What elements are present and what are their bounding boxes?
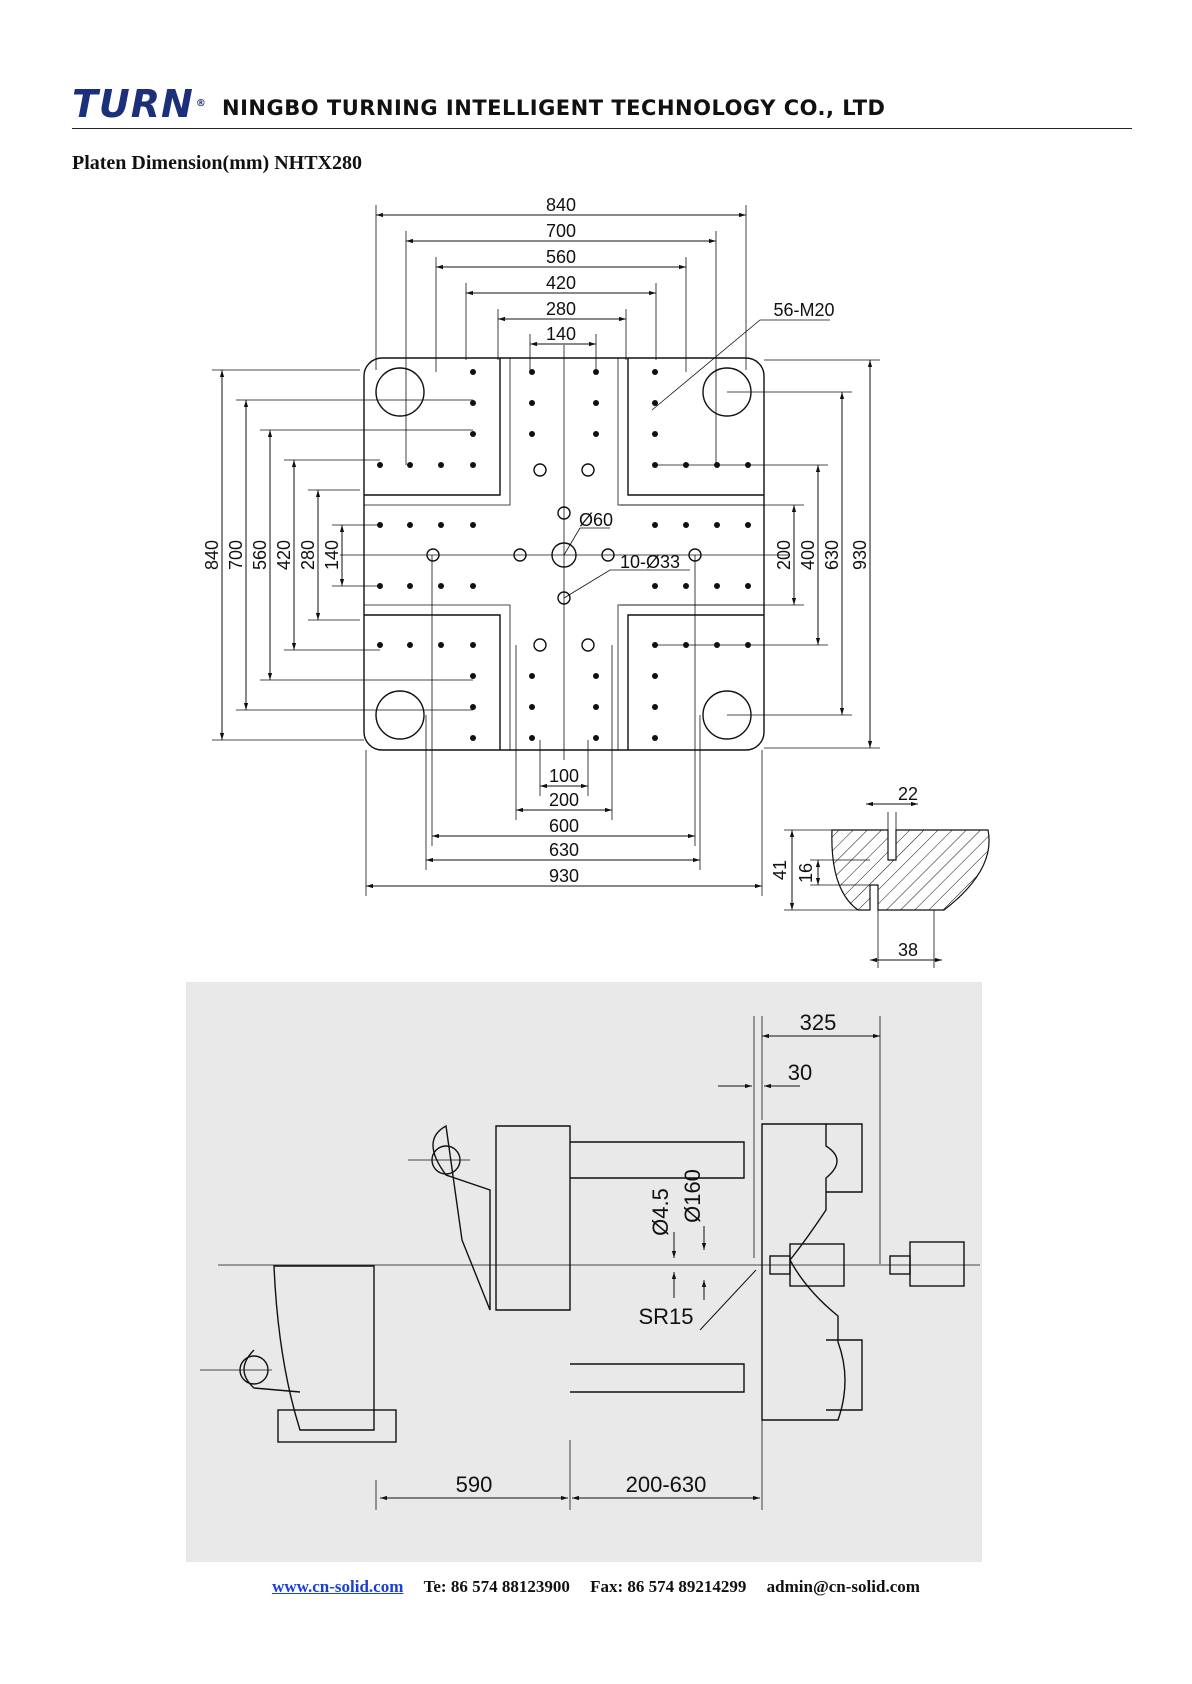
dim-right-200: 200 (774, 540, 794, 570)
dim-left-140: 140 (322, 540, 342, 570)
dim-bottom-630: 630 (549, 840, 579, 860)
dim-top-560: 560 (546, 247, 576, 267)
turn-logo: TURN® (72, 84, 207, 124)
dim-right-400: 400 (798, 540, 818, 570)
t-slot-section: 22 41 16 38 (770, 784, 990, 968)
dim-ring-160: Ø160 (680, 1169, 705, 1223)
dim-tie-bar-590: 590 (456, 1472, 493, 1497)
header-divider (72, 128, 1132, 129)
dim-mould-height: 200-630 (626, 1472, 707, 1497)
company-name: NINGBO TURNING INTELLIGENT TECHNOLOGY CO… (222, 96, 886, 120)
logo-text: TURN (72, 82, 194, 126)
dim-bottom-930: 930 (549, 866, 579, 886)
dim-top-840: 840 (546, 195, 576, 215)
slot-dim-41: 41 (770, 860, 790, 880)
dim-left-700: 700 (226, 540, 246, 570)
dim-left-280: 280 (298, 540, 318, 570)
dim-right-930: 930 (850, 540, 870, 570)
phone-number: Te: 86 574 88123900 (423, 1577, 570, 1596)
dim-left-560: 560 (250, 540, 270, 570)
dim-right-630: 630 (822, 540, 842, 570)
side-view-drawing: 325 30 Ø4.5 Ø160 SR15 590 200-630 (186, 982, 982, 1562)
document-title: Platen Dimension(mm) NHTX280 (72, 152, 362, 174)
callout-center-hole: Ø60 (579, 510, 613, 530)
dim-bottom-200: 200 (549, 790, 579, 810)
dim-offset-30: 30 (788, 1060, 812, 1085)
fax-number: Fax: 86 574 89214299 (590, 1577, 747, 1596)
callout-holes: 10-Ø33 (620, 552, 680, 572)
dim-bottom-600: 600 (549, 816, 579, 836)
page-footer: www.cn-solid.com Te: 86 574 88123900 Fax… (0, 1577, 1192, 1597)
dim-bottom-100: 100 (549, 766, 579, 786)
dim-nozzle-hole: Ø4.5 (648, 1188, 673, 1236)
page-header: TURN® NINGBO TURNING INTELLIGENT TECHNOL… (72, 84, 1132, 130)
dim-sphere-radius: SR15 (638, 1304, 693, 1329)
slot-dim-16: 16 (796, 863, 816, 883)
dim-top-140: 140 (546, 324, 576, 344)
website-link[interactable]: www.cn-solid.com (272, 1577, 404, 1596)
tapped-hole-pattern (377, 369, 751, 741)
callout-threads: 56-M20 (773, 300, 834, 320)
dim-top-420: 420 (546, 273, 576, 293)
dim-top-280: 280 (546, 299, 576, 319)
slot-dim-22: 22 (898, 784, 918, 804)
registered-mark: ® (195, 98, 207, 109)
slot-dim-38: 38 (898, 940, 918, 960)
dim-top-700: 700 (546, 221, 576, 241)
email-address: admin@cn-solid.com (766, 1577, 920, 1596)
dim-left-420: 420 (274, 540, 294, 570)
dim-stroke-325: 325 (800, 1010, 837, 1035)
dim-left-840: 840 (202, 540, 222, 570)
